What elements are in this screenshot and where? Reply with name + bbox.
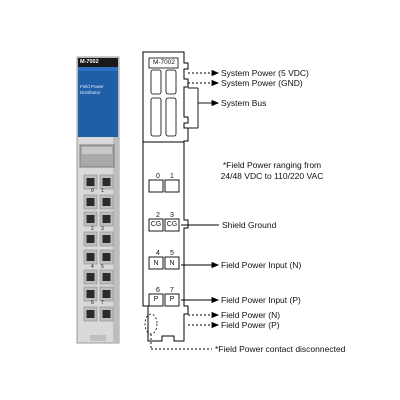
photo-terminal-hole [102,215,111,223]
terminal-number-1: 1 [170,173,174,180]
photo-terminal-number-0: 0 [91,188,94,194]
photo-subtitle-line-2: Distributor [80,90,101,95]
photo-terminal-number-3: 3 [101,226,104,232]
note-field-power-range-line-1: *Field Power ranging from [222,160,322,170]
label-system-power-gnd: System Power (GND) [221,78,303,88]
photo-terminal-hole [102,178,111,186]
terminal-number-4: 4 [156,250,160,257]
photo-terminal-block [83,174,114,322]
blue-label-panel [78,67,118,137]
photo-terminal-hole [86,198,95,206]
photo-terminal-hole [86,178,95,186]
terminal-label-n-left: N [153,260,159,267]
photo-terminal-hole [102,198,111,206]
release-latch-top [82,147,112,154]
terminal-box-right [164,179,180,193]
photo-terminal-hole [102,235,111,243]
terminal-box-left [148,256,164,270]
photo-subtitle-line-1: Field Power [80,84,104,89]
terminal-number-6: 6 [156,287,160,294]
terminal-number-2: 2 [156,212,160,219]
label-system-power-5vdc: System Power (5 VDC) [221,68,309,78]
module-foot [90,335,106,341]
photo-terminal-hole [102,290,111,298]
label-field-power-input-n: Field Power Input (N) [221,260,302,270]
photo-terminal-hole [86,310,95,318]
photo-terminal-number-7: 7 [101,300,104,306]
label-shield-ground: Shield Ground [222,220,277,230]
terminal-number-3: 3 [170,212,174,219]
label-contact-disconnected: *Field Power contact disconnected [215,344,346,354]
terminal-label-p-right: P [169,296,175,303]
label-system-bus: System Bus [221,98,267,108]
blue-label-highlight [78,67,118,71]
photo-terminal-number-1: 1 [101,188,104,194]
terminal-number-5: 5 [170,250,174,257]
photo-terminal-number-6: 6 [91,300,94,306]
terminal-number-0: 0 [156,173,160,180]
terminal-number-7: 7 [170,287,174,294]
photo-terminal-number-4: 4 [91,264,94,270]
photo-terminal-hole [86,273,95,281]
terminal-box-right [164,293,180,307]
photo-terminal-hole [86,253,95,261]
vent-slots [150,69,177,137]
photo-terminal-hole [86,215,95,223]
terminal-label-p-left: P [153,296,159,303]
model-label-strip [78,58,118,67]
terminal-label-n-right: N [169,260,175,267]
terminal-box-left [148,293,164,307]
schematic-model-label: M-7002 [152,59,176,66]
schematic-model-box [148,57,179,69]
terminal-label-cg-right: CG [166,221,178,228]
photo-terminal-hole [102,273,111,281]
schematic-terminals [148,179,180,307]
terminal-box-right [164,256,180,270]
photo-model-label: M-7002 [80,59,99,65]
note-field-power-range-line-2: 24/48 VDC to 110/220 VAC [220,171,324,181]
terminal-box-right [164,218,180,232]
label-field-power-p: Field Power (P) [221,320,280,330]
photo-terminal-number-2: 2 [91,226,94,232]
terminal-box-left [148,218,164,232]
annotation-leaders [150,69,220,350]
terminal-box-left [148,179,164,193]
label-field-power-input-p: Field Power Input (P) [221,295,301,305]
photo-terminal-hole [102,253,111,261]
photo-terminal-hole [102,310,111,318]
terminal-label-cg-left: CG [150,221,162,228]
photo-terminal-hole [86,290,95,298]
photo-terminal-hole [86,235,95,243]
photo-terminal-number-5: 5 [101,264,104,270]
label-field-power-n: Field Power (N) [221,310,281,320]
module-housing-shadow [113,57,119,343]
